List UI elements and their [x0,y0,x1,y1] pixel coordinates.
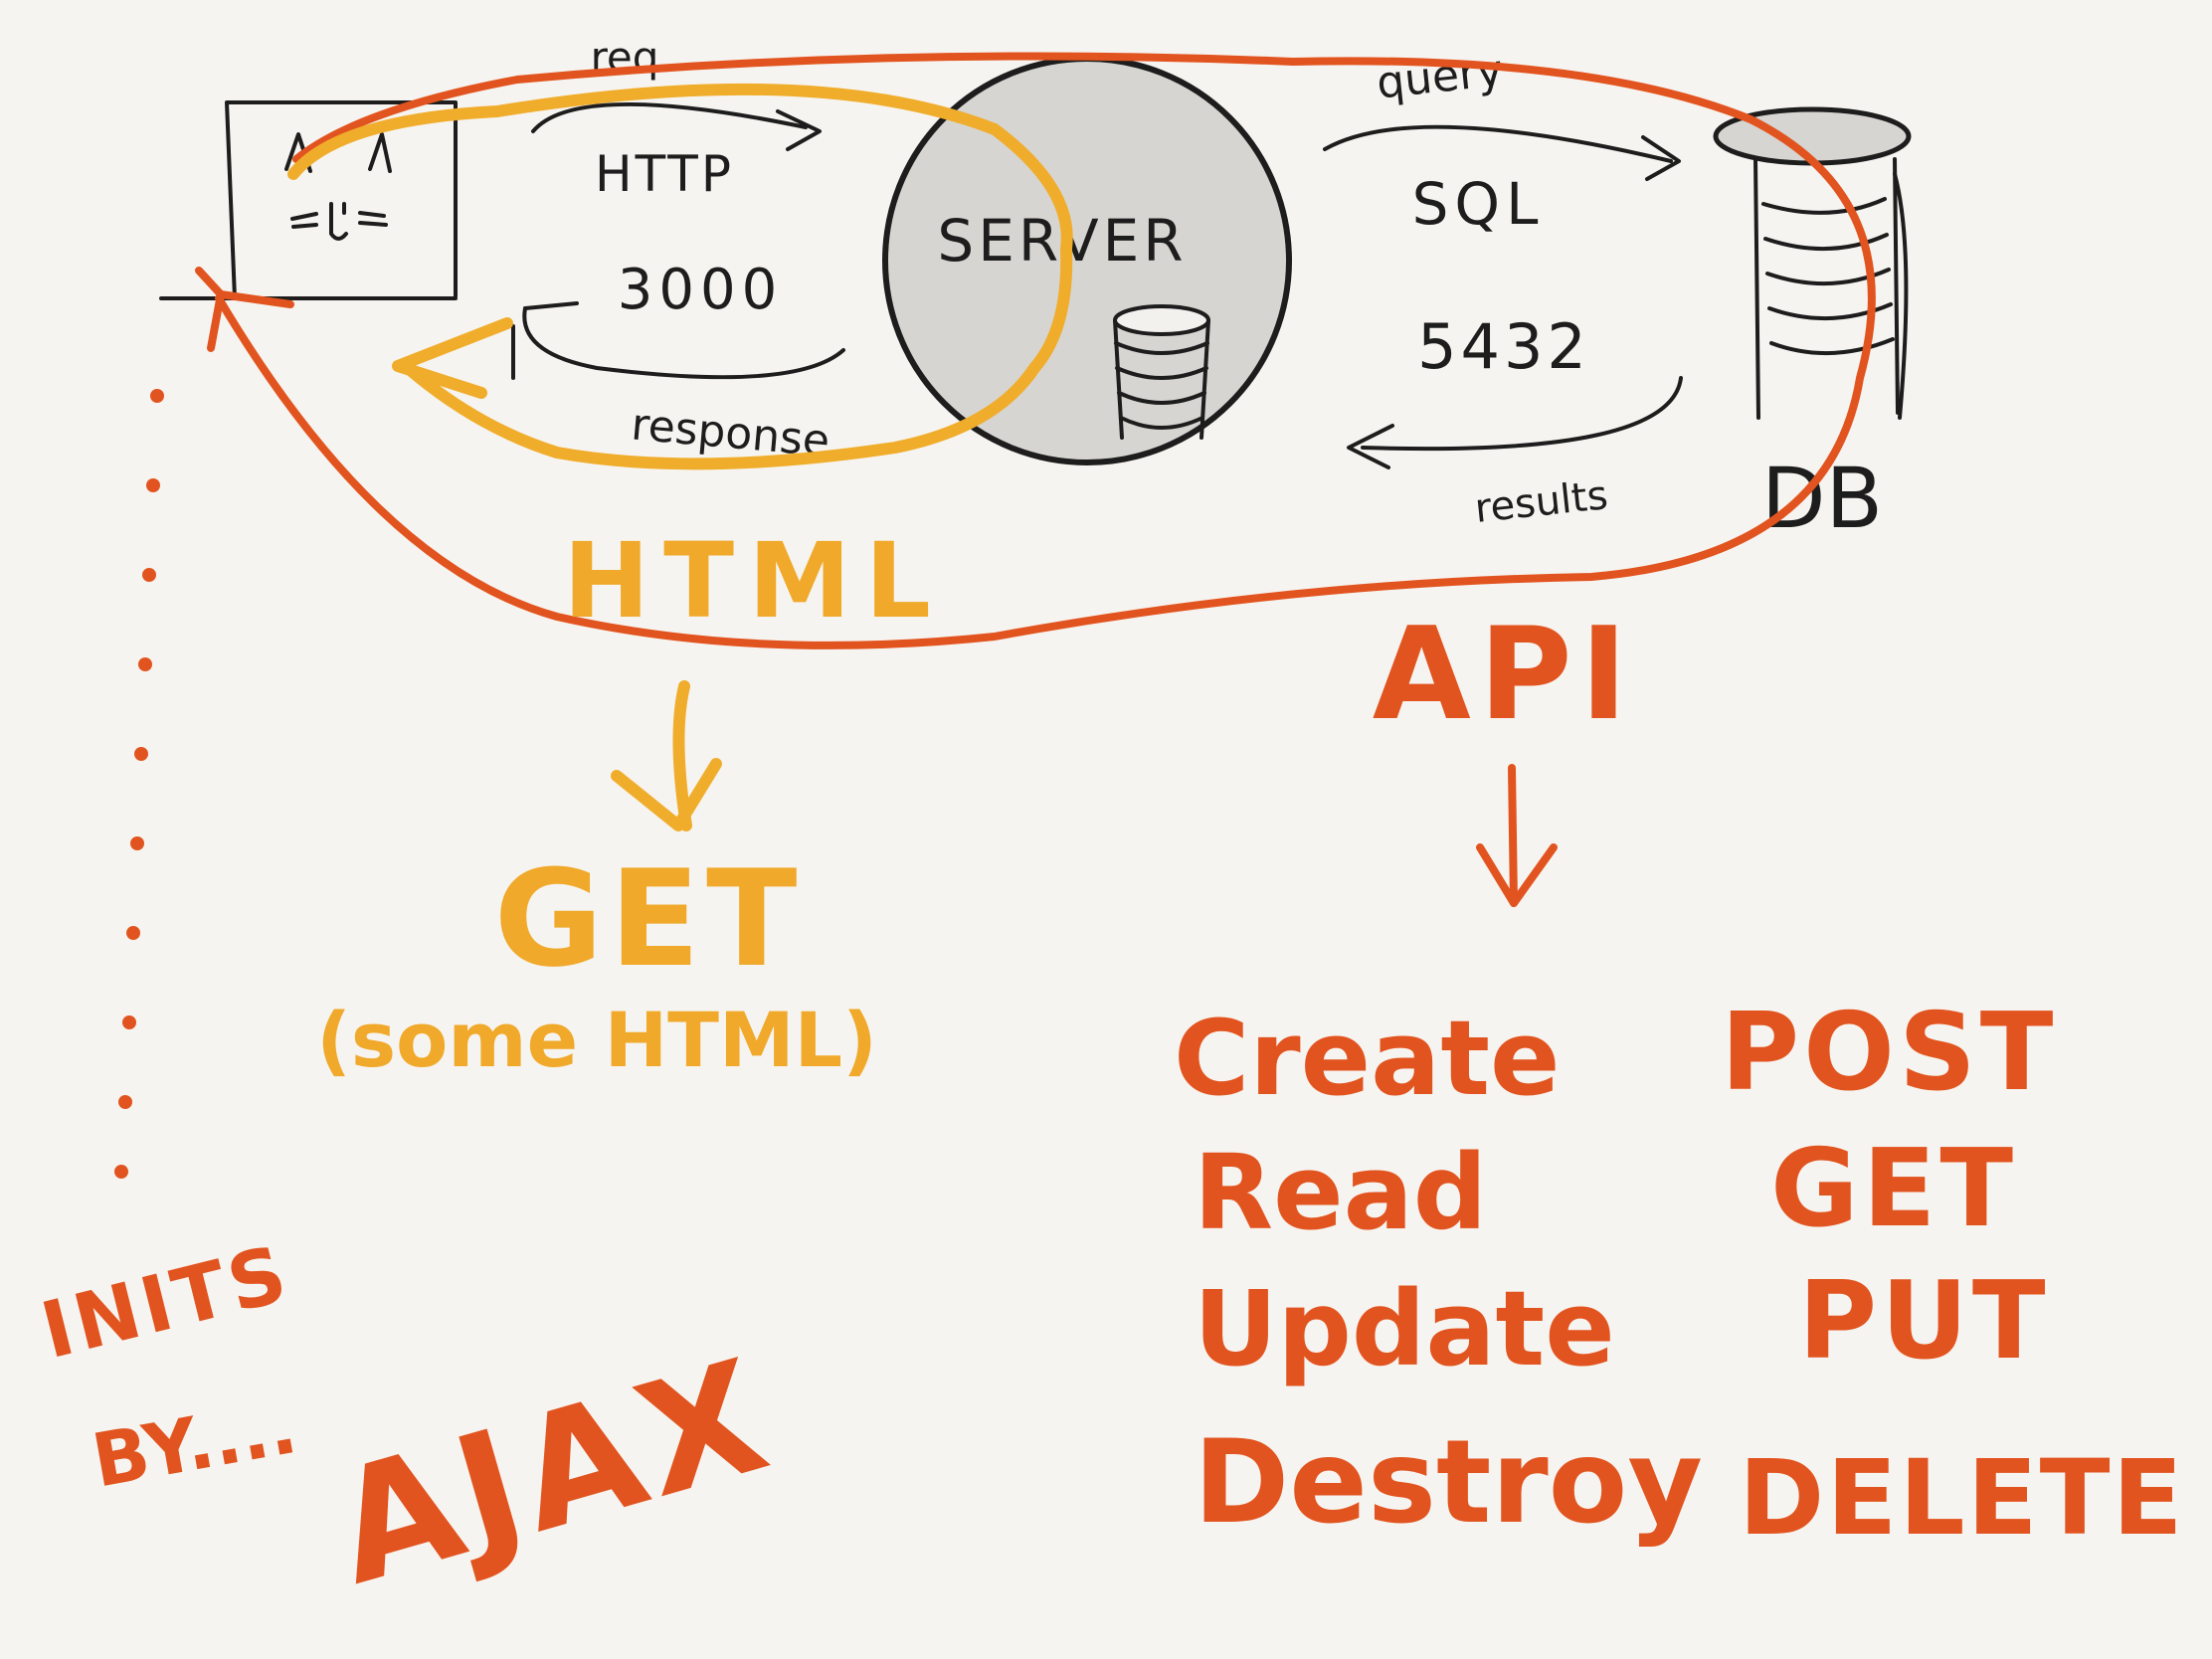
html-branch-method: GET [494,841,804,997]
ajax-dotted-line [114,389,164,1179]
crud-action: Update [1194,1268,1615,1389]
http-label: HTTP [595,145,734,203]
db-label: DB [1761,450,1883,547]
html-down-arrow [611,680,722,831]
crud-action: Destroy [1194,1415,1703,1550]
port-3000-label: 3000 [618,258,784,322]
by-label: BY.... [87,1384,303,1504]
sql-label: SQL [1412,170,1545,238]
results-label: results [1473,472,1610,532]
response-arrow [511,301,845,380]
ajax-label: AJAX [315,1324,790,1619]
query-label: query [1375,46,1506,109]
req-arrow [531,102,822,151]
crud-action: Create [1174,998,1561,1119]
crud-table: Create POST Read GET Update PUT Destroy … [1174,991,2185,1559]
html-branch-title: HTML [563,520,945,642]
crud-method: GET [1770,1127,2017,1251]
html-branch-note: (some HTML) [316,996,877,1084]
results-arrow [1347,376,1683,469]
server-node: SERVER [882,56,1292,465]
api-loop-arrowhead [195,267,294,352]
api-down-arrow [1476,764,1558,907]
html-loop-arrowhead [392,317,513,399]
inits-label: INITS [33,1229,298,1377]
crud-method: DELETE [1739,1437,2185,1559]
html-loop [287,83,1073,470]
browser-window [159,100,458,300]
port-5432-label: 5432 [1417,310,1590,383]
crud-method: PUT [1798,1259,2050,1383]
query-arrow [1323,124,1681,181]
api-loop [215,52,1876,649]
crud-method: POST [1721,991,2057,1115]
server-db-icon [1113,304,1210,440]
crud-action: Read [1194,1132,1487,1253]
api-branch-title: API [1373,601,1636,749]
